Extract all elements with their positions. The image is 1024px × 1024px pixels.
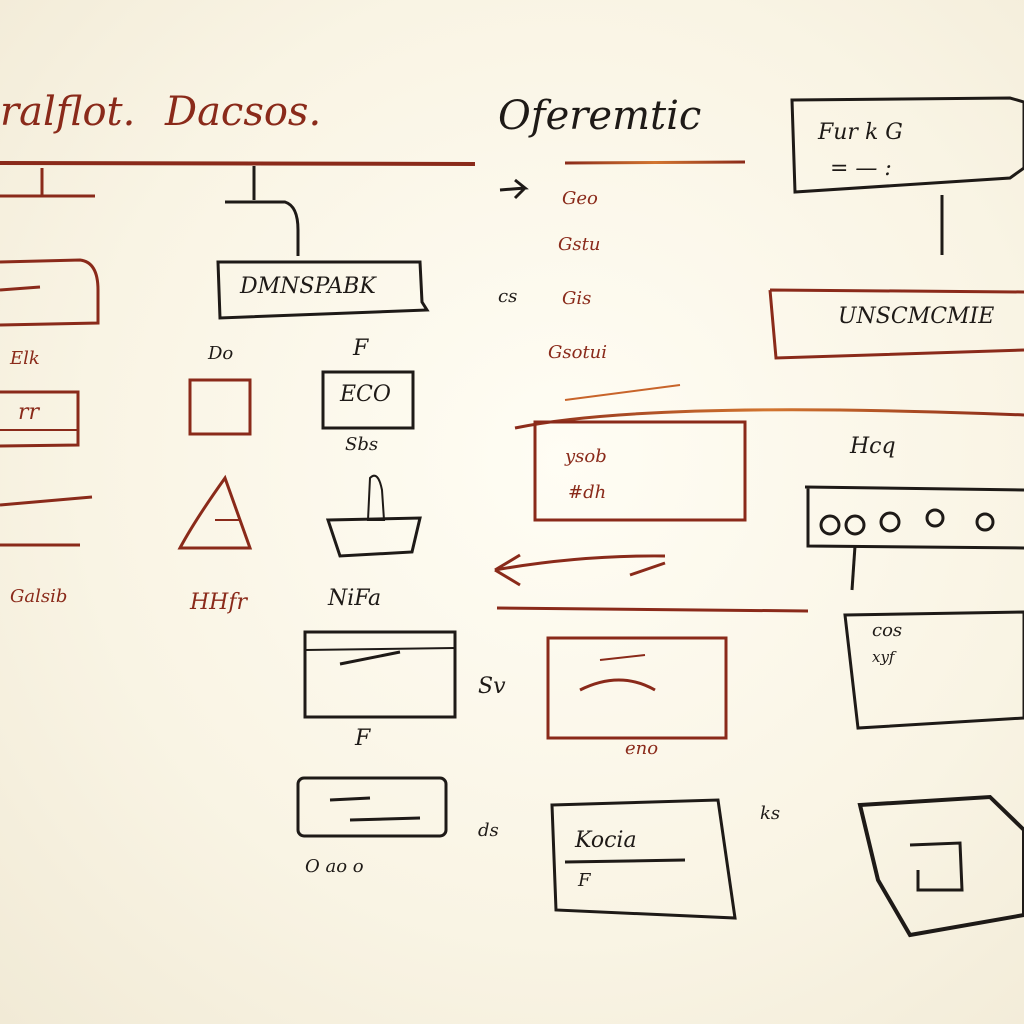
square-shape xyxy=(188,378,252,436)
table-row: F xyxy=(578,870,591,891)
long-arrow xyxy=(514,408,1024,430)
square-label: Do xyxy=(208,343,234,364)
tree-connector-middle xyxy=(225,166,300,256)
tray-shape xyxy=(325,516,422,558)
list-item-1: Geo xyxy=(562,188,598,209)
input-label: F xyxy=(355,726,371,751)
list-marker-3: cs xyxy=(498,286,518,307)
header-middle: Dacsos. xyxy=(165,89,322,135)
left-bottom-label: Galsib xyxy=(10,586,68,607)
right-note-line-2: xyf xyxy=(872,648,895,666)
back-arrow xyxy=(494,553,666,587)
small-box xyxy=(296,776,448,838)
icon-row-box xyxy=(804,485,1024,550)
header-rule-left xyxy=(0,161,476,166)
top-right-line-1: Fur k G xyxy=(818,120,903,145)
tree-connector-left xyxy=(0,168,95,198)
list-item-4: Gsotui xyxy=(548,342,608,363)
triangle-label: HHfr xyxy=(190,590,248,615)
block-shape xyxy=(857,794,1024,938)
header-rule-right xyxy=(564,160,746,165)
mid-box-connector: Sv xyxy=(478,674,506,699)
right-note-card xyxy=(843,610,1024,730)
left-list-box xyxy=(0,390,80,448)
header-right: Oferemtic xyxy=(498,93,702,139)
wide-box xyxy=(768,288,1024,360)
left-box-label: rr xyxy=(18,400,40,425)
code-box-marker: F xyxy=(353,336,369,361)
top-right-line-2: = — : xyxy=(830,156,892,181)
component-box xyxy=(216,260,430,320)
header-left: ralflot. xyxy=(0,89,136,135)
wide-box-label: UNSCMCMIE xyxy=(838,304,995,329)
arrow-1 xyxy=(499,178,529,200)
red-box-line-1: ysob xyxy=(565,446,607,467)
red-box xyxy=(533,420,747,522)
tray-label: NiFa xyxy=(328,586,382,611)
right-note-line-1: cos xyxy=(872,620,903,641)
component-label: DMNSPABK xyxy=(240,274,376,299)
divider-rule xyxy=(496,606,809,613)
bottom-right-note: ks xyxy=(760,803,781,824)
code-box xyxy=(321,370,415,430)
code-box-sub: Sbs xyxy=(345,434,379,455)
icon-row-title: Hcq xyxy=(850,434,896,459)
table-header: Kocia xyxy=(575,828,637,853)
small-box-caption: O ao o xyxy=(305,856,364,877)
top-right-box xyxy=(790,96,1024,194)
triangle-shape xyxy=(177,474,253,550)
bottom-note: ds xyxy=(478,820,499,841)
left-label-1: Elk xyxy=(10,348,40,369)
mid-box xyxy=(546,636,728,740)
input-box xyxy=(303,630,457,719)
list-item-2: Gstu xyxy=(558,234,601,255)
list-item-3: Gis xyxy=(562,288,592,309)
code-box-text: ECO xyxy=(340,382,391,407)
red-box-line-2: #dh xyxy=(568,482,607,503)
left-panel-box xyxy=(0,258,100,327)
table-box xyxy=(550,798,737,920)
mid-box-label: eno xyxy=(625,738,659,759)
